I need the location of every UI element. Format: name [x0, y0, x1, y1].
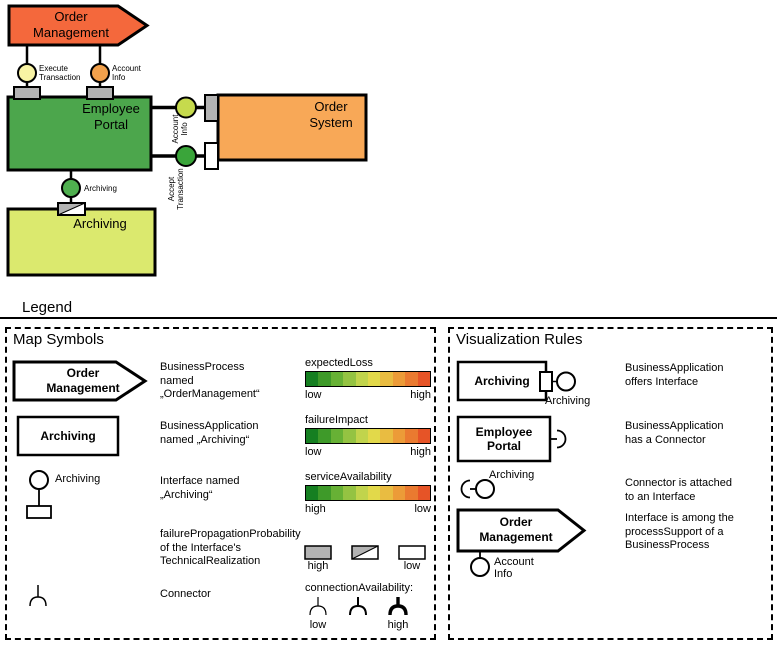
- conn-avail-low-icon: [309, 597, 327, 616]
- rules-process-shape: [456, 508, 587, 553]
- expected-loss-title: expectedLoss: [305, 357, 373, 369]
- port-execute-transaction: [13, 86, 41, 100]
- application-description: BusinessApplication named „Archiving“: [160, 420, 259, 446]
- failure-impact-scale-labels: low high: [305, 446, 431, 458]
- conn-avail-high-label: high: [387, 619, 409, 631]
- legend-title: Legend: [22, 299, 73, 316]
- execute-transaction-label: Execute Transaction: [39, 64, 81, 82]
- port-archiving: [57, 202, 86, 216]
- offers-description: BusinessApplication offers Interface: [625, 362, 724, 388]
- legend-separator-line: [0, 317, 777, 319]
- rules-process-label: Order Management: [479, 515, 553, 544]
- legend-interface-realization: [26, 505, 52, 519]
- rules-attached-label: Archiving: [489, 469, 535, 481]
- rules-support-interface-circle: [470, 557, 490, 577]
- connector-description: Connector: [160, 588, 211, 600]
- conn-avail-low-label: low: [309, 619, 327, 631]
- service-availability-title: serviceAvailability: [305, 471, 392, 483]
- fpp-low-label: low: [403, 560, 421, 572]
- archiving-interface-shape: [61, 178, 81, 198]
- accept-transaction-label: Accept Transaction: [167, 168, 185, 210]
- accept-transaction-interface-shape: [175, 145, 197, 167]
- archiving-application-shape: [6, 207, 157, 277]
- archiving-interface-label: Archiving: [84, 184, 117, 193]
- legend-interface-label: Archiving: [55, 473, 101, 485]
- failure-impact-title: failureImpact: [305, 414, 368, 426]
- has-connector-description: BusinessApplication has a Connector: [625, 420, 724, 446]
- legend-fpp-low-shape: [398, 545, 426, 560]
- order-management-label: Order Management: [33, 9, 109, 40]
- account-info-label: Account Info: [171, 114, 189, 144]
- account-info-interface-shape: [175, 96, 197, 119]
- legend-connector-icon: [29, 585, 47, 607]
- rules-archiving-port: [539, 371, 553, 392]
- order-management-process-shape: [7, 4, 150, 47]
- rules-employee-portal-label: Employee Portal: [475, 425, 533, 453]
- scale-left-label: low: [305, 446, 322, 458]
- map-symbols-panel: [5, 327, 436, 640]
- support-description: Interface is among the processSupport of…: [625, 512, 734, 551]
- order-system-label: Order System: [309, 99, 353, 130]
- fpp-high-label: high: [307, 560, 329, 572]
- rules-support-interface-label: Account Info: [494, 556, 534, 580]
- legend-application-label: Archiving: [40, 428, 96, 443]
- rules-employee-portal-shape: [456, 415, 552, 463]
- rules-offered-interface-label: Archiving: [545, 395, 591, 407]
- scale-left-label: high: [305, 503, 326, 515]
- service-availability-scale: [305, 485, 431, 501]
- account-info-process-label: Account Info: [112, 64, 141, 82]
- expected-loss-scale: [305, 371, 431, 387]
- rules-archiving-label: Archiving: [474, 373, 530, 388]
- port-order-system-account-info: [204, 94, 219, 122]
- port-account-info-process: [86, 86, 114, 100]
- employee-portal-application-shape: [6, 95, 153, 172]
- legend-fpp-high-shape: [304, 545, 332, 560]
- conn-avail-high-icon: [388, 597, 408, 616]
- account-info-process-interface-shape: [90, 63, 110, 83]
- legend-fpp-mid-shape: [351, 545, 379, 560]
- employee-portal-label: Employee Portal: [82, 101, 140, 132]
- scale-left-label: low: [305, 389, 322, 401]
- port-order-system-accept-transaction: [204, 142, 219, 170]
- conn-avail-title: connectionAvailability:: [305, 582, 414, 594]
- conn-avail-mid-icon: [349, 597, 367, 616]
- process-description: BusinessProcess named „OrderManagement“: [160, 361, 260, 400]
- scale-right-label: high: [410, 389, 431, 401]
- failure-impact-scale: [305, 428, 431, 444]
- legend-application-shape: [16, 415, 120, 457]
- scale-right-label: low: [414, 503, 431, 515]
- fpp-description: failurePropagationProbability of the Int…: [160, 528, 301, 567]
- service-availability-scale-labels: high low: [305, 503, 431, 515]
- visualization-rules-title: Visualization Rules: [456, 331, 583, 348]
- visualization-rules-panel: [448, 327, 773, 640]
- order-system-application-shape: [216, 93, 368, 162]
- expected-loss-scale-labels: low high: [305, 389, 431, 401]
- rules-offered-interface-circle: [556, 371, 576, 392]
- execute-transaction-interface-shape: [17, 63, 37, 83]
- legend-process-shape: [12, 360, 148, 402]
- archiving-application-label: Archiving: [73, 216, 127, 231]
- scale-right-label: high: [410, 446, 431, 458]
- legend-process-label: Order Management: [46, 366, 120, 395]
- rules-attached-interface-circle: [475, 479, 495, 499]
- interface-description: Interface named „Archiving“: [160, 475, 240, 501]
- rules-connector-icon: [550, 429, 567, 449]
- map-symbols-title: Map Symbols: [13, 331, 104, 348]
- attached-description: Connector is attached to an Interface: [625, 477, 733, 503]
